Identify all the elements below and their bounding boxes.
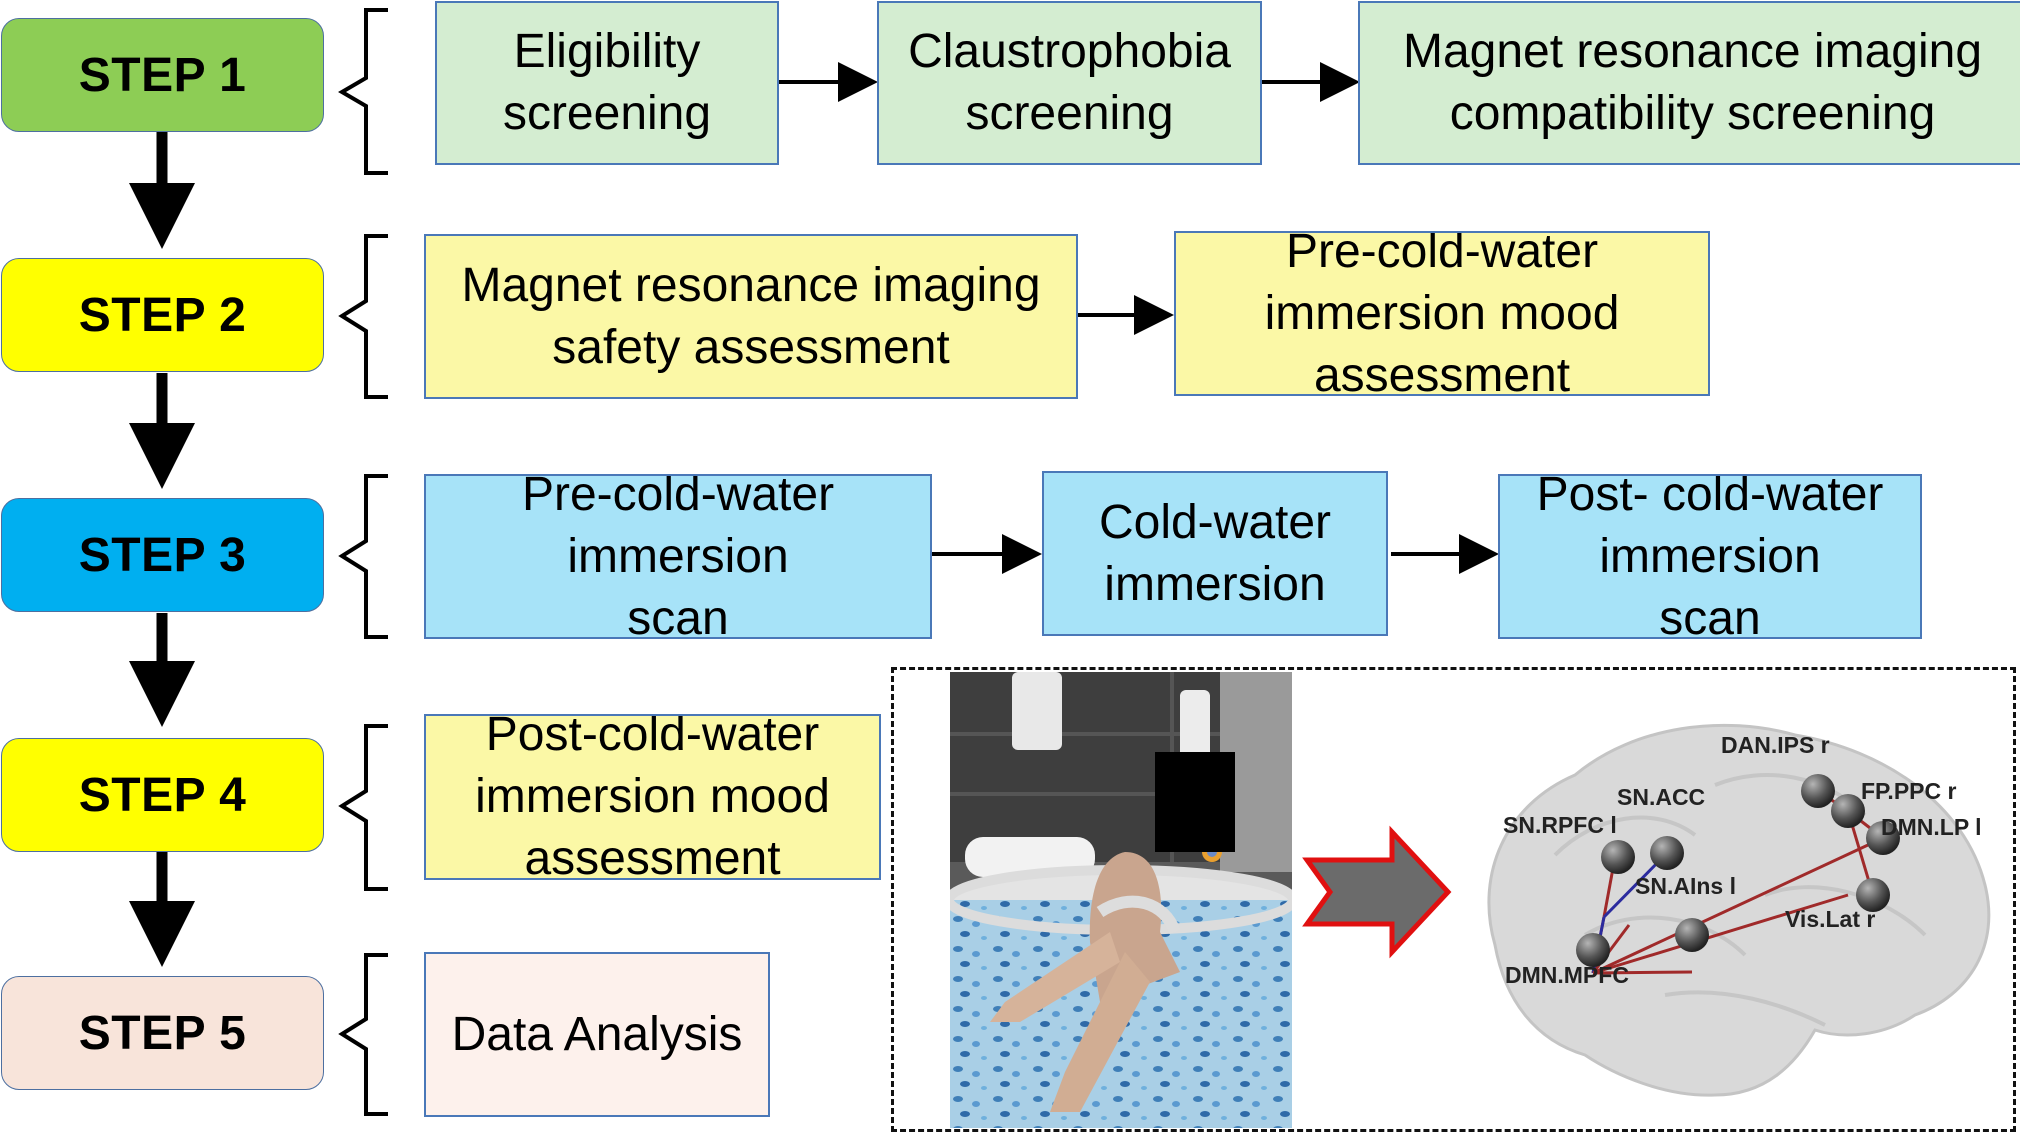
step-2-badge: STEP 2 — [1, 258, 324, 372]
label-dan-ips: DAN.IPS r — [1721, 732, 1830, 758]
node-sn-rpfc — [1601, 840, 1635, 874]
node-dan-ips — [1801, 774, 1835, 808]
node-dmn-mpfc — [1576, 933, 1610, 967]
label-sn-ains: SN.AIns l — [1635, 873, 1736, 899]
label-dmn-lp: DMN.LP l — [1881, 814, 1982, 840]
pre-scan-box: Pre-cold-water immersion scan — [424, 474, 932, 639]
label-vis-lat: Vis.Lat r — [1785, 906, 1875, 932]
braces — [338, 8, 388, 1116]
post-mood-box: Post-cold-water immersion mood assessmen… — [424, 714, 881, 880]
process-arrows — [778, 62, 1499, 574]
label-sn-acc: SN.ACC — [1617, 784, 1705, 810]
brain-connectivity-figure: DAN.IPS r FP.PPC r DMN.LP l SN.ACC SN.RP… — [1487, 723, 1991, 1097]
step-4-badge: STEP 4 — [1, 738, 324, 852]
cold-water-immersion-box: Cold-water immersion — [1042, 471, 1388, 636]
claustrophobia-screening-box: Claustrophobia screening — [877, 1, 1262, 165]
step-3-badge: STEP 3 — [1, 498, 324, 612]
node-sn-ains — [1675, 918, 1709, 952]
data-analysis-box: Data Analysis — [424, 952, 770, 1117]
mri-compatibility-box: Magnet resonance imaging compatibility s… — [1358, 1, 2020, 165]
node-sn-acc — [1650, 836, 1684, 870]
node-dmn-lp — [1866, 821, 1900, 855]
immersion-photo — [950, 672, 1292, 1128]
step-5-badge: STEP 5 — [1, 976, 324, 1090]
mri-safety-box: Magnet resonance imaging safety assessme… — [424, 234, 1078, 399]
label-dmn-mpfc: DMN.MPFC — [1505, 962, 1629, 988]
face-redaction — [1155, 752, 1235, 852]
node-vis-lat — [1856, 878, 1890, 912]
result-arrow-icon — [1302, 825, 1452, 959]
eligibility-screening-box: Eligibility screening — [435, 1, 779, 165]
step-1-badge: STEP 1 — [1, 18, 324, 132]
node-fp-ppc — [1831, 794, 1865, 828]
pre-mood-box: Pre-cold-water immersion mood assessment — [1174, 231, 1710, 396]
brain-outline — [1487, 723, 1991, 1097]
label-fp-ppc: FP.PPC r — [1861, 778, 1956, 804]
post-scan-box: Post- cold-water immersion scan — [1498, 474, 1922, 639]
illustration-panel — [891, 667, 2016, 1132]
label-sn-rpfc: SN.RPFC l — [1503, 812, 1617, 838]
